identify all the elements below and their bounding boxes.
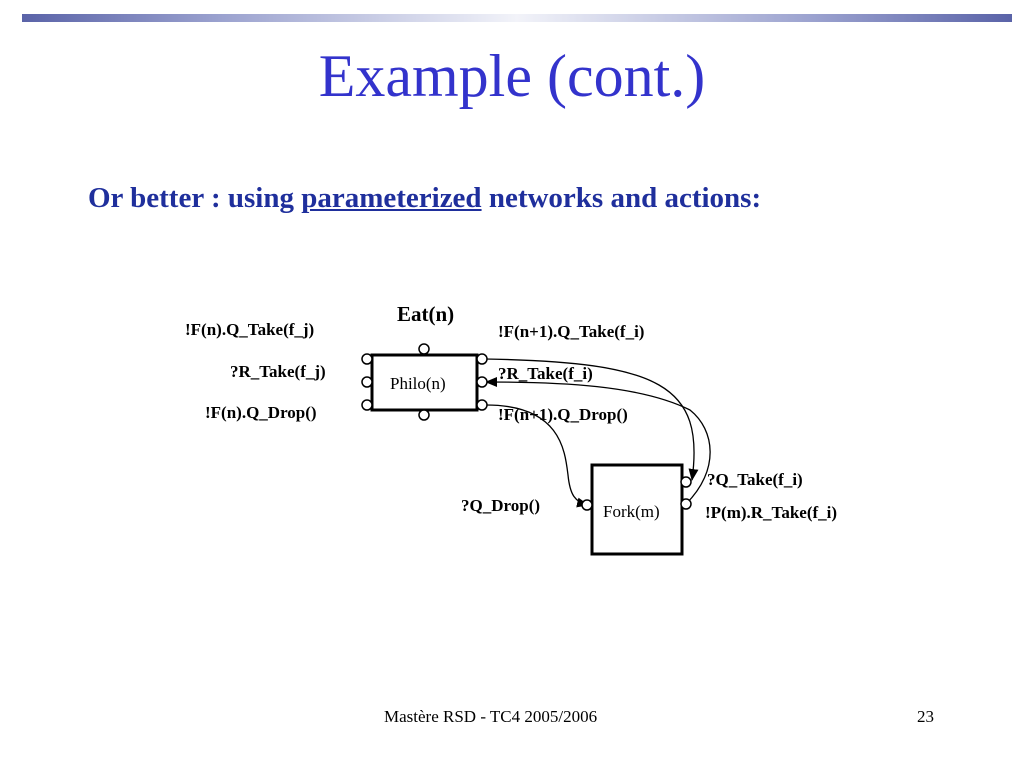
slide-subtitle: Or better : using parameterized networks…	[88, 180, 761, 216]
port-fork-right-1	[680, 476, 692, 488]
eat-label: Eat(n)	[397, 302, 455, 326]
port-philo-left-2	[361, 376, 373, 388]
philo-left-label-3: !F(n).Q_Drop()	[205, 403, 317, 422]
top-decorative-bar	[22, 14, 1012, 22]
footer-page-number: 23	[917, 707, 934, 726]
port-fork-right-2	[680, 498, 692, 510]
slide-title: Example (cont.)	[318, 43, 706, 109]
port-philo-left-3	[361, 399, 373, 411]
philo-left-label-2: ?R_Take(f_j)	[230, 362, 326, 381]
philo-right-label-3: !F(n+1).Q_Drop()	[498, 405, 628, 424]
fork-right-label-1: ?Q_Take(f_i)	[707, 470, 803, 489]
port-philo-bottom	[418, 409, 430, 421]
subtitle-text-after: networks and actions:	[481, 182, 762, 214]
port-fork-left	[581, 499, 593, 511]
subtitle-underlined-word: parameterized	[301, 182, 482, 214]
fork-box	[590, 463, 684, 556]
port-philo-left-1	[361, 353, 373, 365]
fork-label: Fork(m)	[603, 502, 660, 521]
fork-right-label-2: !P(m).R_Take(f_i)	[705, 503, 838, 522]
port-philo-right-2	[476, 376, 488, 388]
philo-right-label-2: ?R_Take(f_i)	[498, 364, 593, 383]
subtitle-text-before: Or better : using	[88, 182, 302, 214]
philo-left-label-1: !F(n).Q_Take(f_j)	[185, 320, 315, 339]
fork-left-label: ?Q_Drop()	[461, 496, 541, 515]
port-philo-right-3	[476, 399, 488, 411]
philo-right-label-1: !F(n+1).Q_Take(f_i)	[498, 322, 645, 341]
connection-take-request	[484, 358, 699, 481]
port-philo-right-1	[476, 353, 488, 365]
port-eat-top	[418, 343, 430, 355]
philo-label: Philo(n)	[390, 374, 446, 393]
connection-take-reply	[485, 377, 711, 505]
connection-drop	[485, 404, 589, 508]
footer-course-info: Mastère RSD - TC4 2005/2006	[384, 707, 598, 726]
